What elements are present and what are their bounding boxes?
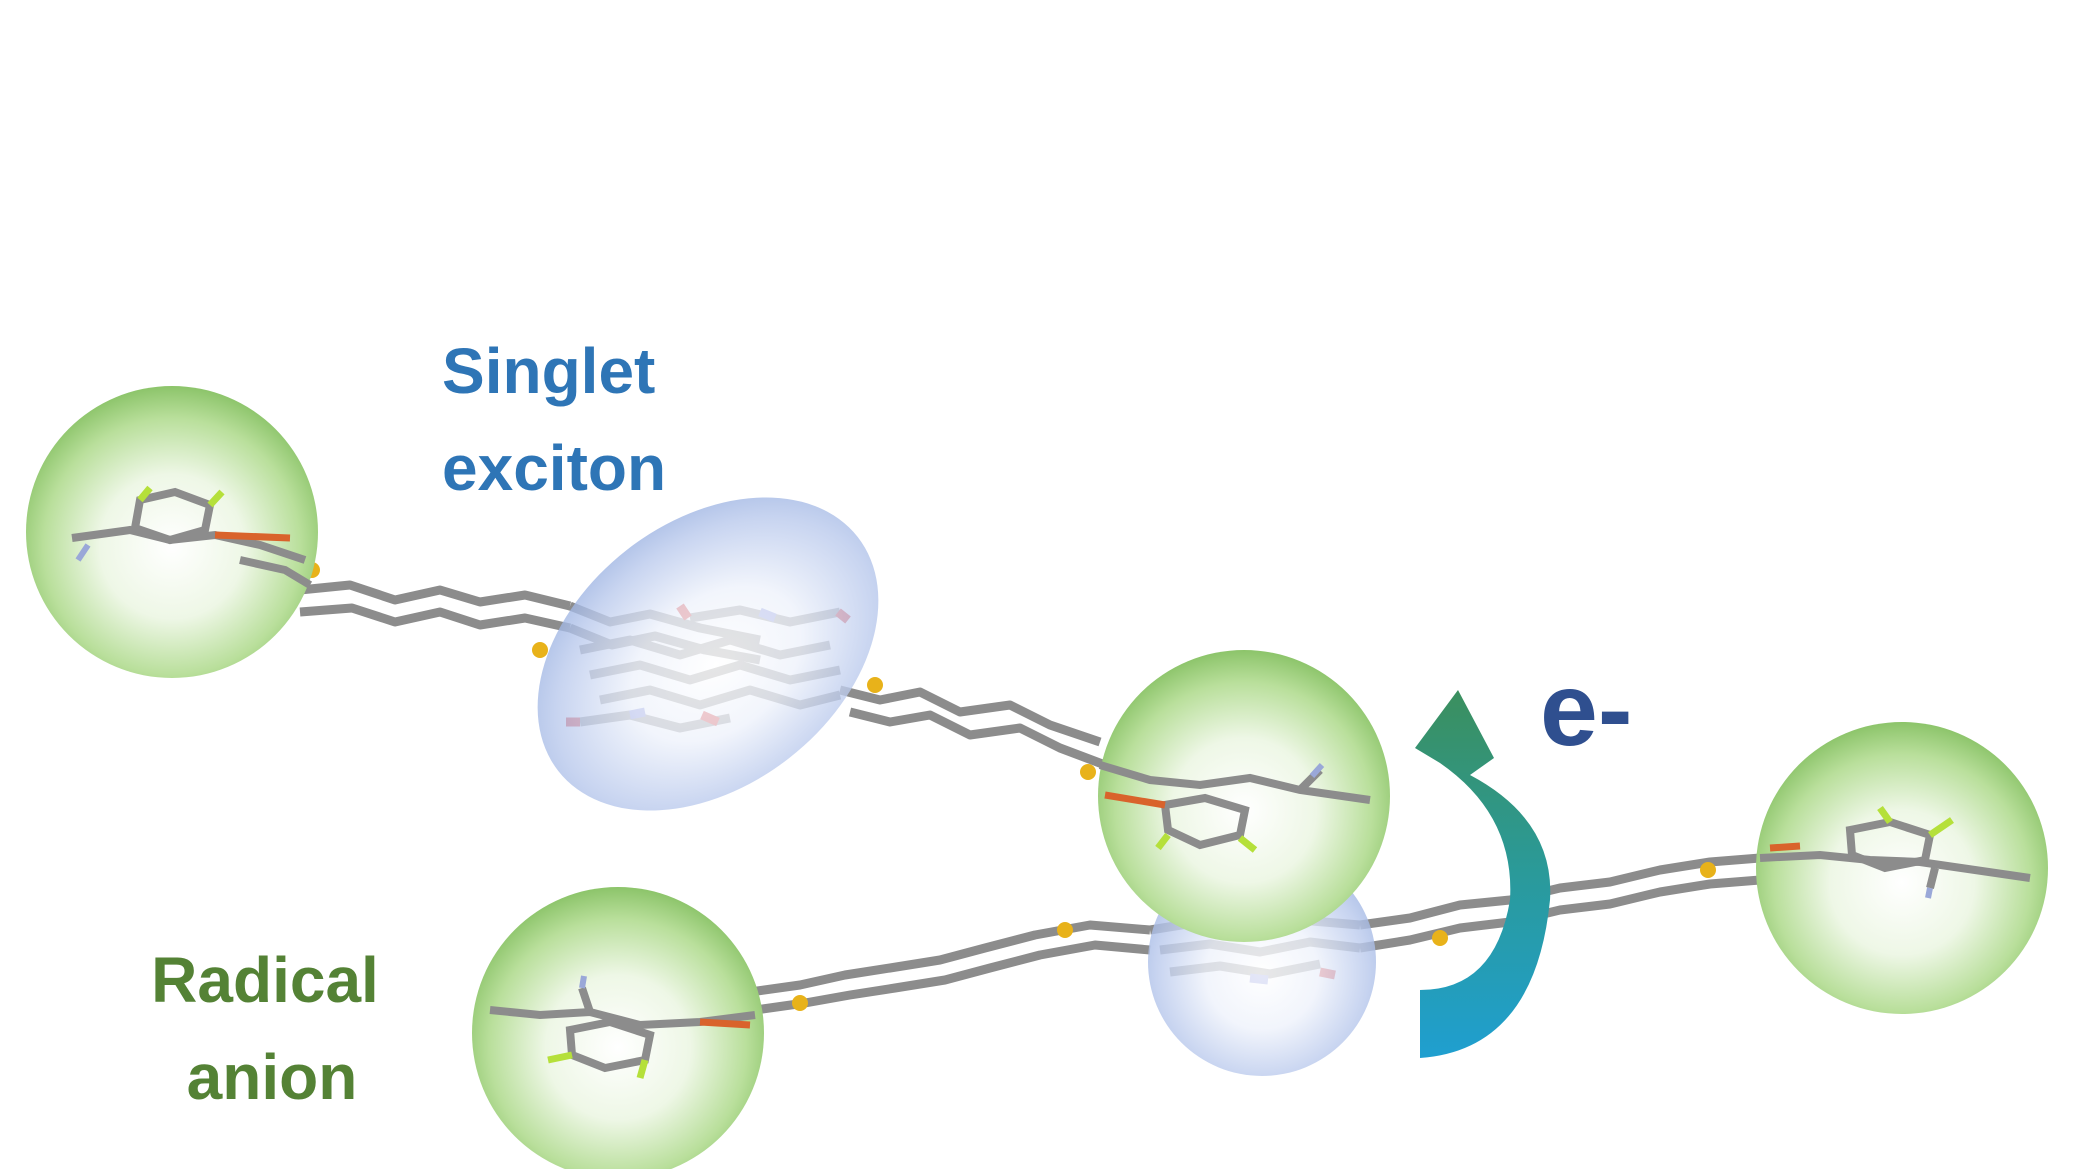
sulfur-atom: [1057, 922, 1073, 938]
sulfur-atom: [1700, 862, 1716, 878]
singlet-label-line1: Singlet: [442, 335, 655, 407]
end-group-upper-left: [26, 386, 318, 678]
radical-label-line2: anion: [187, 1041, 358, 1113]
sulfur-atom: [867, 677, 883, 693]
curved-arrow-icon: [1415, 690, 1551, 1058]
lower-left-arm: [749, 920, 1151, 1015]
sulfur-atom: [532, 642, 548, 658]
sulfur-atom: [792, 995, 808, 1011]
end-group-lower-right: [1756, 722, 2048, 1014]
electron-label: e-: [1540, 652, 1632, 768]
lower-right-arm: [1359, 853, 1761, 953]
end-group-upper-right: [1098, 650, 1390, 942]
sulfur-atom: [1432, 930, 1448, 946]
sulfur-atom: [1080, 764, 1096, 780]
singlet-exciton-ellipse: [537, 497, 879, 811]
radical-label-line1: Radical: [151, 944, 379, 1016]
singlet-label-line2: exciton: [442, 432, 666, 504]
upper-right-arm: [838, 685, 1107, 770]
end-group-lower-left: [472, 887, 764, 1169]
